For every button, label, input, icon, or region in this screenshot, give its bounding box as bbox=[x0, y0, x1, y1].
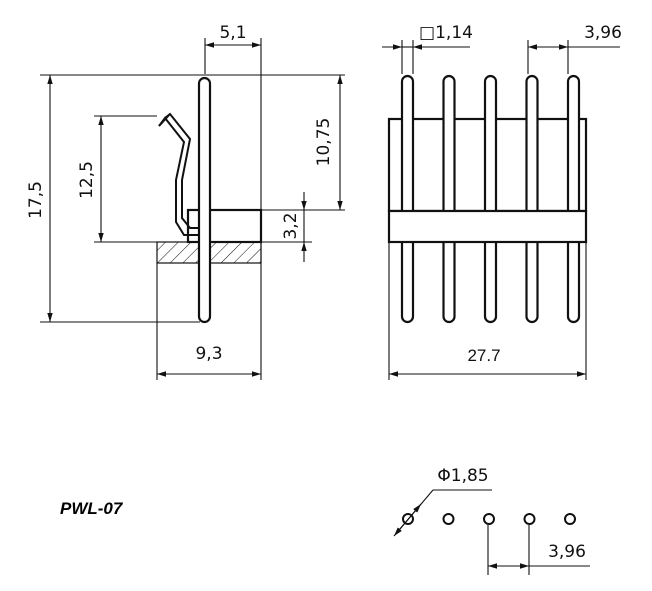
dim-17-5: 17,5 bbox=[26, 181, 46, 219]
dim-10-75: 10,75 bbox=[314, 118, 334, 167]
side-view: 5,1 17,5 12,5 10,75 3,2 9,3 bbox=[26, 23, 345, 380]
front-pin bbox=[442, 74, 456, 324]
pcb-hole bbox=[483, 513, 495, 525]
dim-12-5: 12,5 bbox=[77, 161, 97, 199]
pcb-hole bbox=[523, 513, 536, 525]
side-bent-pin-tip bbox=[158, 113, 171, 127]
hole-pattern: Φ1,85 3,96 bbox=[393, 466, 590, 575]
pcb-hole bbox=[442, 513, 455, 525]
front-pin bbox=[400, 74, 415, 324]
front-pin bbox=[566, 74, 581, 324]
front-housing bbox=[387, 209, 588, 244]
dim-3-96-bottom: 3,96 bbox=[548, 542, 586, 562]
front-view: □1,14 3,96 27.7 bbox=[382, 23, 622, 380]
dim-27-7: 27.7 bbox=[467, 346, 500, 365]
dim-1-14: □1,14 bbox=[419, 23, 473, 43]
part-number-label: PWL-07 bbox=[60, 499, 123, 518]
dim-9-3: 9,3 bbox=[195, 344, 222, 364]
pcb-hole bbox=[564, 513, 576, 525]
front-pin bbox=[483, 74, 498, 324]
dim-3-96-top: 3,96 bbox=[584, 23, 622, 43]
dim-hole-diameter: Φ1,85 bbox=[437, 466, 488, 486]
dim-5-1: 5,1 bbox=[219, 23, 246, 43]
front-pin bbox=[525, 74, 539, 324]
side-straight-pin bbox=[197, 76, 212, 324]
dim-3-2: 3,2 bbox=[281, 212, 301, 239]
